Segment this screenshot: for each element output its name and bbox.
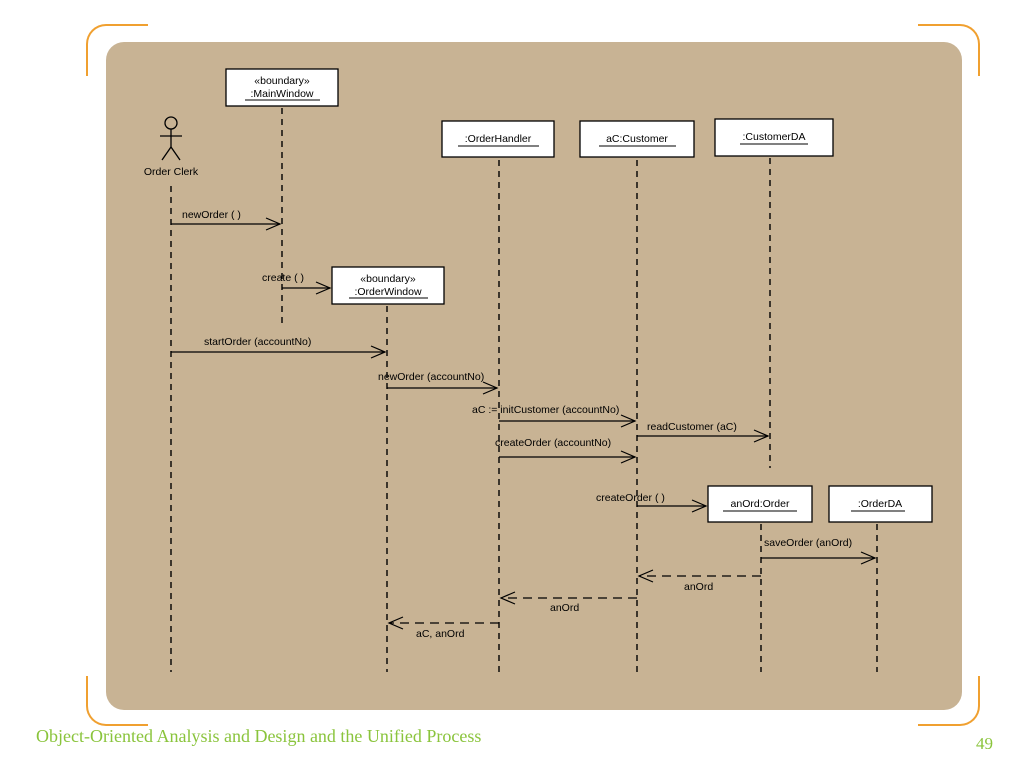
corner-bracket-bottom-left [86,676,148,726]
message-label: newOrder ( ) [182,209,241,221]
object-name: aC:Customer [606,133,668,145]
message-create-order: createOrder ( ) [596,492,708,513]
message-new-order-account: newOrder (accountNo) [378,371,499,395]
object-order: anOrd:Order [707,485,813,523]
corner-bracket-bottom-right [918,676,980,726]
actor-order-clerk: Order Clerk [144,116,199,178]
return-label: anOrd [550,602,579,614]
object-name: :MainWindow [250,88,313,100]
message-init-customer: aC := initCustomer (accountNo) [472,404,637,428]
message-label: aC := initCustomer (accountNo) [472,404,619,416]
object-name: :CustomerDA [742,131,805,143]
message-label: createOrder (accountNo) [495,437,611,449]
footer-title: Object-Oriented Analysis and Design and … [36,726,482,746]
object-name: :OrderWindow [354,286,422,298]
object-order-window: «boundary» :OrderWindow [331,266,445,305]
message-new-order: newOrder ( ) [171,209,282,231]
corner-bracket-top-left [86,24,148,76]
message-label: newOrder (accountNo) [378,371,484,383]
stick-figure-icon [160,116,182,161]
object-order-handler: :OrderHandler [441,120,555,158]
object-customer-da: :CustomerDA [714,118,834,157]
corner-bracket-top-right [918,24,980,76]
object-name: :OrderDA [858,498,902,510]
message-label: readCustomer (aC) [647,421,737,433]
message-create: create ( ) [262,272,332,295]
object-name: anOrd:Order [731,498,790,510]
return-an-ord-to-customer: anOrd [637,569,761,593]
return-customer-order-to-window: aC, anOrd [387,616,499,640]
actor-label: Order Clerk [144,166,199,178]
object-customer: aC:Customer [579,120,695,158]
message-save-order: saveOrder (anOrd) [761,537,877,565]
message-label: createOrder ( ) [596,492,665,504]
page-number: 49 [976,734,993,753]
message-create-order-account: createOrder (accountNo) [495,437,637,464]
object-stereotype: «boundary» [254,75,310,87]
message-label: saveOrder (anOrd) [764,537,852,549]
message-read-customer: readCustomer (aC) [637,421,770,443]
object-order-da: :OrderDA [828,485,933,523]
message-start-order: startOrder (accountNo) [171,336,387,359]
object-name: :OrderHandler [465,133,532,145]
return-label: aC, anOrd [416,628,465,640]
return-label: anOrd [684,581,713,593]
message-label: create ( ) [262,272,304,284]
message-label: startOrder (accountNo) [204,336,311,348]
object-main-window: «boundary» :MainWindow [225,68,339,107]
return-an-ord-to-handler: anOrd [499,591,637,614]
object-stereotype: «boundary» [360,273,416,285]
